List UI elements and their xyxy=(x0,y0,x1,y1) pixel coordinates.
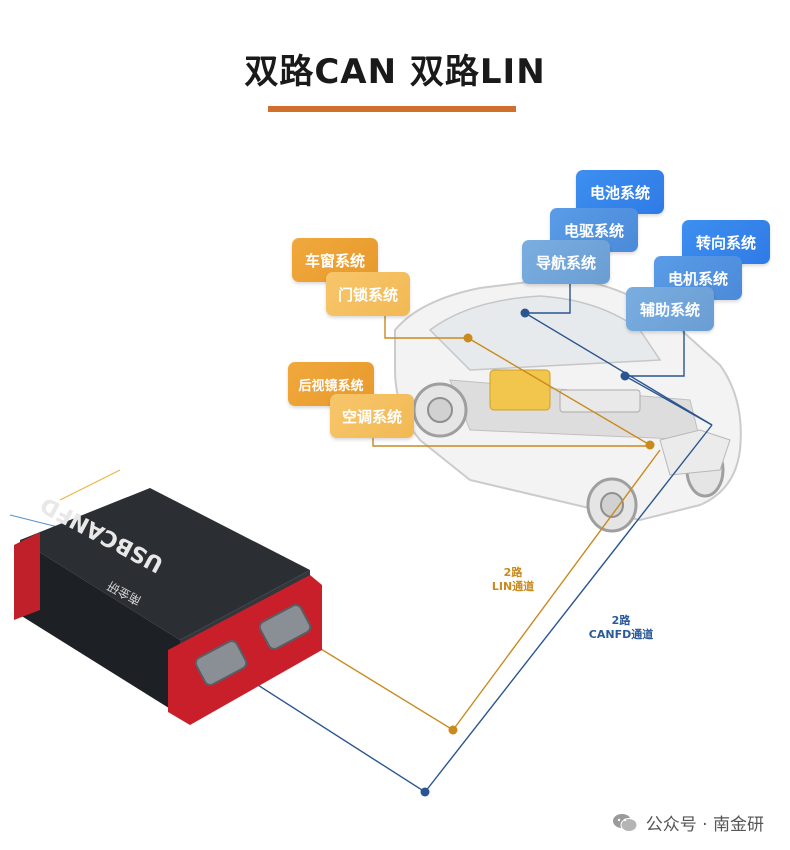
title-underline xyxy=(268,106,516,112)
lin-channel-label: 2路 LIN通道 xyxy=(478,566,548,594)
page-title: 双路CAN 双路LIN xyxy=(244,52,546,92)
can-name: CANFD通道 xyxy=(588,628,654,641)
tag-battery-system: 电池系统 xyxy=(576,170,664,214)
tag-label: 车窗系统 xyxy=(304,251,365,270)
tag-ac-system: 空调系统 xyxy=(330,394,414,438)
tag-label: 导航系统 xyxy=(535,253,596,272)
tag-steering-system: 转向系统 xyxy=(682,220,770,264)
car-illustration xyxy=(394,276,742,533)
tag-navigation-system: 导航系统 xyxy=(522,240,610,284)
footer-text: 公众号 · 南金研 xyxy=(645,815,764,835)
tag-label: 电机系统 xyxy=(667,269,728,288)
tag-label: 电池系统 xyxy=(589,183,650,202)
tag-label: 转向系统 xyxy=(695,233,756,252)
tag-label: 后视镜系统 xyxy=(298,378,364,394)
tag-door-lock-system: 门锁系统 xyxy=(326,272,410,316)
tag-label: 辅助系统 xyxy=(639,300,700,319)
lin-name: LIN通道 xyxy=(491,580,535,593)
tag-assist-system: 辅助系统 xyxy=(626,287,714,331)
tag-label: 空调系统 xyxy=(341,407,402,426)
tag-label: 门锁系统 xyxy=(337,285,398,304)
junction-dots xyxy=(420,308,655,797)
tag-label: 电驱系统 xyxy=(563,221,624,240)
wechat-icon xyxy=(612,813,638,833)
lin-count: 2路 xyxy=(503,566,523,579)
can-count: 2路 xyxy=(611,614,631,627)
usbcanfd-device: USBCANFD 南金研 xyxy=(14,488,322,725)
can-channel-label: 2路 CANFD通道 xyxy=(576,614,666,642)
footer-watermark: 公众号 · 南金研 xyxy=(612,810,764,835)
